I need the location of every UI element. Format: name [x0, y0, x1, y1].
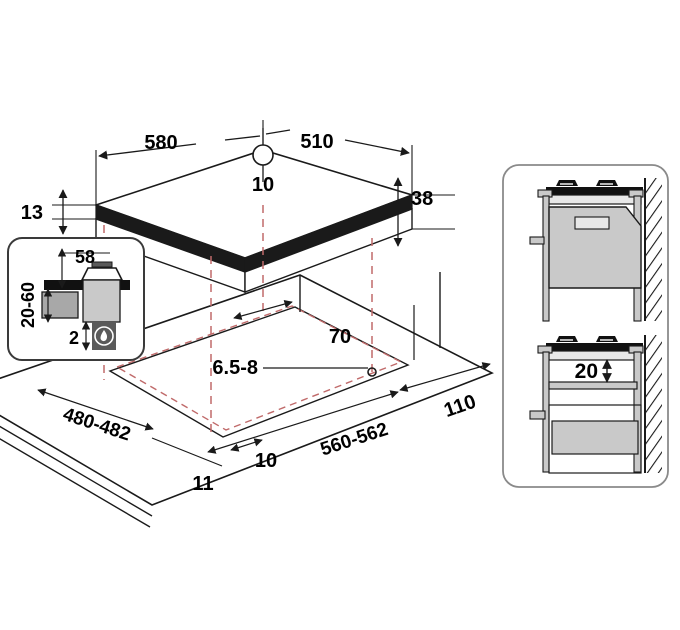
- dim-label-20-clearance: 20: [575, 360, 598, 383]
- dim-label-10-worktop: 10: [255, 450, 277, 472]
- lower-drawer-front: [551, 420, 639, 455]
- pan-support-icon-lower-left: [556, 336, 578, 342]
- worktop-top-surface: [0, 274, 494, 506]
- detail-inset-group: 58 20-60 2: [7, 237, 145, 361]
- hob-slab-lower: [546, 343, 643, 351]
- dim-label-2: 2: [69, 328, 79, 348]
- dim-13-group: 13: [21, 189, 96, 235]
- lower-handle-left: [529, 410, 546, 420]
- hob-slab-upper: [546, 187, 643, 195]
- hole-circle-marker: [252, 144, 274, 166]
- burner-cap-top: [91, 261, 113, 268]
- worktop-isometric-group: [0, 272, 494, 528]
- dim-label-70: 70: [329, 326, 351, 348]
- dim-label-13: 13: [21, 202, 43, 224]
- dim-6-5-8-group: 6.5-8: [212, 357, 377, 379]
- pan-support-icon-lower-right: [596, 336, 618, 342]
- dim-38-group: 38: [393, 177, 455, 247]
- dim-label-6-5-8: 6.5-8: [212, 357, 258, 379]
- dim-line-70: [233, 299, 293, 321]
- worktop-front-thickness-a: [0, 425, 153, 517]
- dim-line-10-worktop: [230, 438, 263, 452]
- worktop-front-thickness-b: [0, 438, 151, 528]
- dim-label-58: 58: [75, 247, 95, 267]
- oven-handle-left: [529, 236, 545, 245]
- dim-label-110: 110: [441, 391, 479, 422]
- dim-label-20-60: 20-60: [18, 282, 38, 328]
- dim-line-580-a: [98, 143, 197, 160]
- hob-isometric-group: [93, 149, 415, 294]
- hob-over-oven-side-view: [529, 178, 662, 322]
- dim-line-580-b: [224, 135, 261, 141]
- worktop-band-upper: [548, 194, 642, 205]
- hole-10-group: 10: [252, 128, 274, 196]
- leader-target-6-5-8: [367, 367, 377, 377]
- flame-icon: [94, 326, 114, 346]
- dim-label-10-hole: 10: [252, 174, 274, 196]
- dim-line-510-a: [265, 129, 291, 135]
- dim-label-11: 11: [192, 473, 213, 495]
- dim-label-580: 580: [144, 132, 177, 154]
- side-panels-group: 20: [502, 164, 669, 488]
- pan-support-icon-upper-left: [556, 180, 578, 186]
- lower-cabinet-outline: [548, 404, 642, 474]
- worktop-band-lower: [548, 350, 642, 361]
- dim-11-group: 11: [151, 437, 223, 495]
- wall-hatch-upper: [645, 178, 662, 321]
- pan-support-icon-upper-right: [596, 180, 618, 186]
- dim-line-480-482: [37, 388, 154, 431]
- dim-10-worktop-group: 10: [230, 438, 277, 472]
- burner-cap: [80, 267, 124, 281]
- dim-label-510: 510: [300, 131, 333, 153]
- worktop-cutout-dashed: [115, 305, 403, 431]
- leader-line-11: [151, 437, 223, 467]
- left-post-upper: [542, 195, 550, 322]
- wall-hatch-lower: [645, 335, 662, 473]
- dim-line-510-b: [344, 139, 410, 156]
- oven-body-upper: [548, 206, 642, 289]
- shelf-board: [548, 381, 638, 390]
- oven-control-panel: [574, 216, 610, 230]
- dim-510-group: 510: [265, 129, 413, 195]
- hob-over-shelf-side-view: 20: [529, 335, 662, 474]
- dim-70-group: 70: [233, 299, 351, 348]
- dim-line-110: [399, 362, 491, 392]
- dim-label-38: 38: [411, 188, 433, 210]
- burner-body: [82, 279, 121, 323]
